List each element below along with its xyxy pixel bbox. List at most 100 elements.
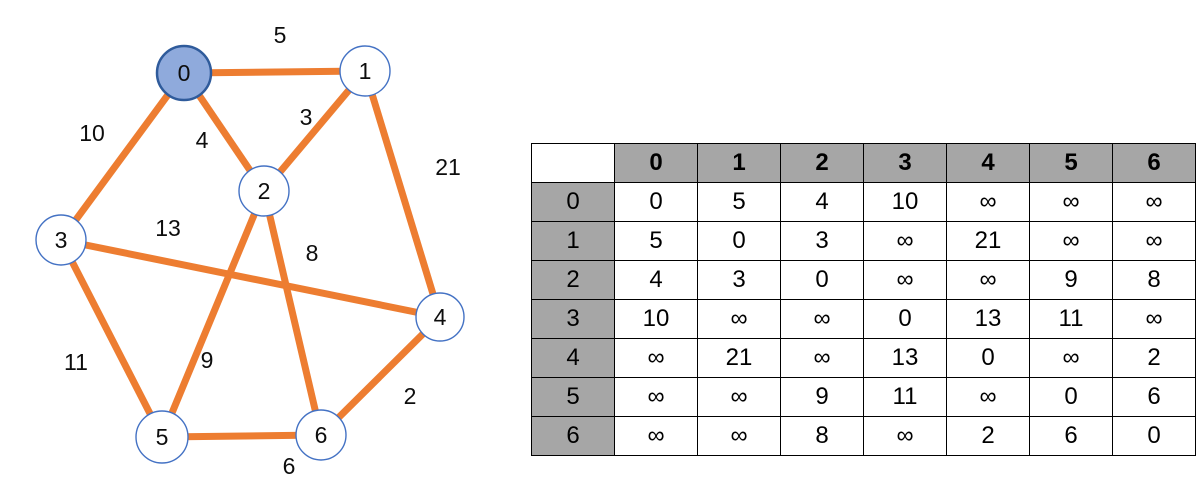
matrix-cell-6-0: ∞ [614, 416, 698, 456]
matrix-cell-1-6: ∞ [1112, 221, 1196, 261]
matrix-cell-2-0: 4 [614, 260, 698, 300]
edge-weight-label-4-6: 2 [404, 383, 417, 409]
edge-2-5 [158, 189, 268, 439]
edge-3-4 [60, 236, 441, 321]
matrix-cell-2-1: 3 [697, 260, 781, 300]
edge-weight-label-2-5: 9 [201, 347, 214, 373]
node-label-4: 4 [434, 304, 447, 330]
matrix-cell-5-3: 11 [863, 377, 947, 417]
row-header-6: 6 [531, 416, 615, 456]
edge-0-1 [183, 67, 366, 77]
matrix-cell-6-6: 0 [1112, 416, 1196, 456]
row-header-3: 3 [531, 299, 615, 339]
edge-weight-label-1-4: 21 [435, 154, 461, 180]
matrix-cell-5-1: ∞ [697, 377, 781, 417]
matrix-cell-3-3: 0 [863, 299, 947, 339]
matrix-cell-2-6: 8 [1112, 260, 1196, 300]
matrix-cell-6-3: ∞ [863, 416, 947, 456]
matrix-cell-4-5: ∞ [1029, 338, 1113, 378]
node-2 [238, 165, 290, 217]
matrix-cell-4-3: 13 [863, 338, 947, 378]
matrix-cell-2-3: ∞ [863, 260, 947, 300]
node-label-1: 1 [359, 58, 372, 84]
matrix-cell-6-1: ∞ [697, 416, 781, 456]
col-header-4: 4 [946, 143, 1030, 183]
matrix-cell-0-0: 0 [614, 182, 698, 222]
matrix-cell-6-5: 6 [1029, 416, 1113, 456]
edge-weight-label-3-4: 13 [155, 215, 181, 241]
matrix-cell-1-1: 0 [697, 221, 781, 261]
matrix-cell-2-4: ∞ [946, 260, 1030, 300]
node-label-5: 5 [156, 424, 169, 450]
matrix-cell-6-4: 2 [946, 416, 1030, 456]
matrix-cell-4-6: 2 [1112, 338, 1196, 378]
col-header-6: 6 [1112, 143, 1196, 183]
col-header-2: 2 [780, 143, 864, 183]
matrix-cell-1-4: 21 [946, 221, 1030, 261]
edge-weight-label-1-2: 3 [300, 104, 313, 130]
matrix-cell-5-0: ∞ [614, 377, 698, 417]
matrix-cell-1-5: ∞ [1029, 221, 1113, 261]
matrix-cell-2-2: 0 [780, 260, 864, 300]
matrix-cell-0-2: 4 [780, 182, 864, 222]
matrix-cell-3-6: ∞ [1112, 299, 1196, 339]
matrix-cell-0-5: ∞ [1029, 182, 1113, 222]
matrix-cell-5-4: ∞ [946, 377, 1030, 417]
matrix-cell-4-1: 21 [697, 338, 781, 378]
matrix-cell-3-4: 13 [946, 299, 1030, 339]
node-4 [415, 292, 465, 342]
matrix-cell-0-3: 10 [863, 182, 947, 222]
matrix-cell-1-3: ∞ [863, 221, 947, 261]
matrix-cell-6-2: 8 [780, 416, 864, 456]
matrix-cell-0-1: 5 [697, 182, 781, 222]
col-header-5: 5 [1029, 143, 1113, 183]
matrix-cell-1-2: 3 [780, 221, 864, 261]
edge-weight-label-2-6: 8 [306, 240, 319, 266]
row-header-0: 0 [531, 182, 615, 222]
matrix-cell-0-6: ∞ [1112, 182, 1196, 222]
matrix-cell-3-5: 11 [1029, 299, 1113, 339]
matrix-cell-4-2: ∞ [780, 338, 864, 378]
edge-0-3 [58, 70, 187, 243]
node-label-3: 3 [55, 227, 68, 253]
edge-2-6 [260, 190, 325, 436]
node-label-0: 0 [178, 60, 191, 86]
matrix-cell-3-2: ∞ [780, 299, 864, 339]
matrix-cell-3-0: 10 [614, 299, 698, 339]
matrix-cell-1-0: 5 [614, 221, 698, 261]
table-corner-cell [531, 143, 615, 183]
node-3 [35, 214, 87, 266]
edge-3-5 [57, 238, 166, 439]
node-0-highlighted [155, 44, 213, 102]
row-header-1: 1 [531, 221, 615, 261]
matrix-cell-3-1: ∞ [697, 299, 781, 339]
col-header-0: 0 [614, 143, 698, 183]
row-header-4: 4 [531, 338, 615, 378]
edge-weight-label-3-5: 11 [64, 349, 88, 375]
edge-4-6 [318, 314, 443, 438]
edge-weight-label-0-1: 5 [274, 22, 287, 48]
node-label-2: 2 [258, 178, 271, 204]
matrix-cell-5-5: 0 [1029, 377, 1113, 417]
node-label-6: 6 [315, 422, 328, 448]
matrix-cell-2-5: 9 [1029, 260, 1113, 300]
col-header-3: 3 [863, 143, 947, 183]
matrix-cell-4-0: ∞ [614, 338, 698, 378]
matrix-cell-4-4: 0 [946, 338, 1030, 378]
edge-weight-label-0-3: 10 [79, 120, 105, 146]
edge-weight-label-0-2: 4 [196, 127, 209, 153]
matrix-cell-5-2: 9 [780, 377, 864, 417]
matrix-cell-0-4: ∞ [946, 182, 1030, 222]
node-5 [135, 410, 189, 464]
col-header-1: 1 [697, 143, 781, 183]
